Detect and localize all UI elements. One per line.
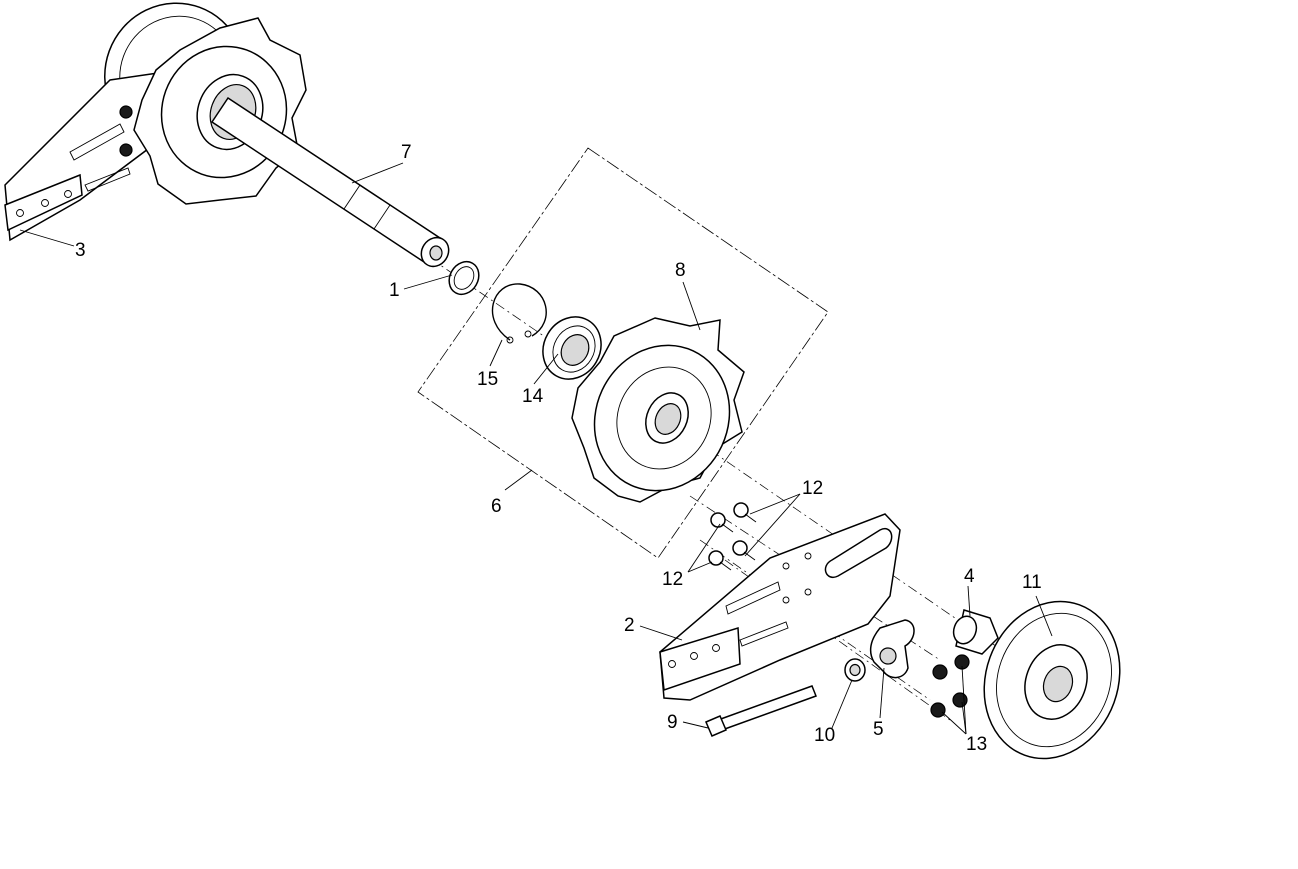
bolt	[708, 550, 732, 571]
callout-15: 15	[477, 369, 498, 390]
callout-labels: 7 3 1 15 14 8 6 12 12 2 4 11 5 10 9 13	[75, 142, 1042, 755]
callout-6: 6	[491, 496, 502, 517]
retaining-ring	[491, 283, 547, 344]
callout-14: 14	[522, 386, 544, 407]
idler-wheel	[983, 600, 1121, 760]
sprocket-bearing	[542, 316, 602, 380]
callout-1: 1	[389, 280, 400, 301]
axle-bolt	[705, 685, 817, 737]
callout-13: 13	[966, 734, 987, 755]
bolt	[733, 502, 757, 523]
callout-7: 7	[401, 142, 412, 163]
callout-9: 9	[667, 712, 678, 733]
axle-nut	[844, 658, 866, 682]
drive-shaft	[210, 96, 450, 268]
callout-4: 4	[964, 566, 975, 587]
callout-5: 5	[873, 719, 884, 740]
callout-leaders	[19, 162, 1053, 735]
shaft-bushing	[448, 260, 480, 296]
mounting-bolts	[708, 502, 757, 571]
callout-11: 11	[1022, 572, 1042, 593]
sprocket-kit-boundary	[417, 147, 829, 559]
callout-3: 3	[75, 240, 86, 261]
callout-12-lower: 12	[662, 569, 683, 590]
wheel-spacer	[952, 609, 999, 655]
callout-12-upper: 12	[802, 478, 823, 499]
callout-2: 2	[624, 615, 635, 636]
right-side-rail	[659, 513, 901, 701]
idler-sprocket	[571, 317, 745, 503]
callout-8: 8	[675, 260, 686, 281]
bolt	[710, 512, 734, 533]
callout-10: 10	[814, 725, 835, 746]
bolt	[732, 540, 756, 561]
axle-bracket	[869, 619, 915, 679]
